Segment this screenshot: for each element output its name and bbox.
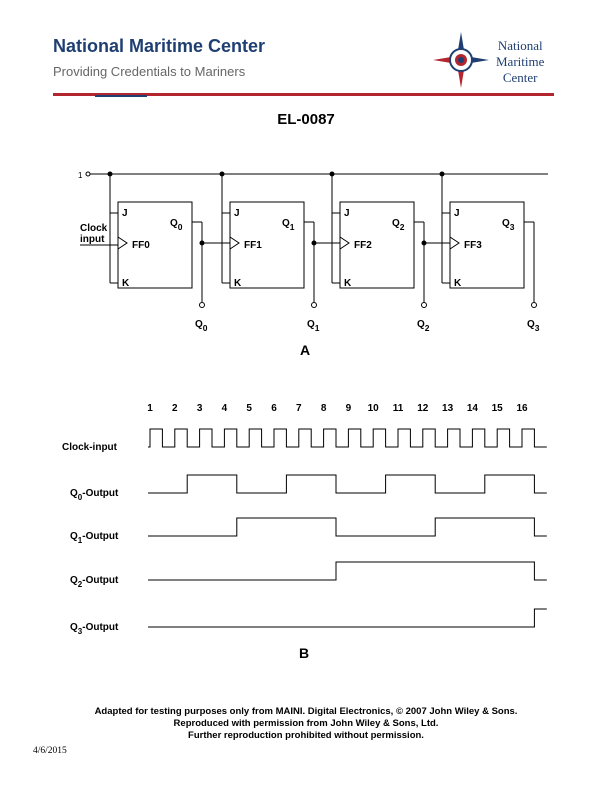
ff-j-label: J: [344, 208, 350, 219]
pulse-number: 15: [492, 403, 504, 414]
ff-j-label: J: [234, 208, 240, 219]
pulse-number: 2: [172, 403, 178, 414]
clock-triangle-icon: [339, 236, 350, 250]
junction-dot: [311, 240, 317, 246]
row-label: Q3-Output: [70, 622, 119, 636]
ff-name-label: FF1: [244, 240, 262, 251]
q-terminal: [531, 302, 537, 308]
waveform-1: [148, 474, 547, 494]
pulse-number: 1: [147, 403, 153, 414]
clock-triangle-icon: [117, 236, 128, 250]
header-subtitle: Providing Credentials to Mariners: [53, 64, 246, 79]
ff-k-label: K: [454, 278, 462, 289]
ff-j-label: J: [454, 208, 460, 219]
pulse-number: 9: [346, 403, 352, 414]
timing-row-1: Q0-Output: [70, 474, 547, 502]
pulse-number: 8: [321, 403, 327, 414]
clock-label-2: input: [80, 234, 105, 245]
footer-line-2: Reproduced with permission from John Wil…: [173, 718, 439, 729]
ff-k-label: K: [344, 278, 352, 289]
timing-row-0: Clock-input: [62, 428, 547, 453]
footer-line-1: Adapted for testing purposes only from M…: [94, 706, 518, 717]
pulse-number: 13: [442, 403, 454, 414]
header-divider-accent: [95, 95, 147, 97]
ff-j-label: J: [122, 208, 128, 219]
ff-box: [117, 201, 193, 289]
pulse-number: 10: [368, 403, 380, 414]
row-label: Q1-Output: [70, 531, 119, 545]
logo-line-3: Center: [502, 70, 538, 85]
ff-k-label: K: [234, 278, 242, 289]
header-title: National Maritime Center: [53, 36, 266, 56]
diagram-a-caption: A: [300, 342, 310, 358]
ff-box: [449, 201, 525, 289]
timing-row-3: Q2-Output: [70, 561, 547, 589]
row-label: Q2-Output: [70, 575, 119, 589]
document-id: EL-0087: [277, 111, 335, 128]
compass-rose-logo-icon: [433, 32, 489, 88]
ff-q-label: Q0: [170, 218, 183, 232]
ff-box: [339, 201, 415, 289]
ff-name-label: FF0: [132, 240, 150, 251]
header-divider: [53, 93, 554, 96]
q-terminal: [311, 302, 317, 308]
clock-triangle-icon: [229, 236, 240, 250]
junction-dot: [107, 171, 113, 177]
waveform-2: [148, 517, 547, 537]
document-date: 4/6/2015: [33, 746, 67, 756]
pulse-number: 12: [417, 403, 429, 414]
pulse-number: 3: [197, 403, 203, 414]
pulse-number: 6: [271, 403, 277, 414]
footer-line-3: Further reproduction prohibited without …: [188, 730, 424, 741]
q-output-label: Q3: [527, 319, 540, 333]
timing-row-4: Q3-Output: [70, 608, 547, 636]
pulse-number: 14: [467, 403, 479, 414]
q-output-label: Q0: [195, 319, 208, 333]
waveform-0: [148, 428, 547, 448]
junction-dot: [219, 171, 225, 177]
logo-text: National Maritime Center: [496, 38, 544, 86]
pulse-number: 16: [516, 403, 528, 414]
logo-line-1: National: [497, 38, 543, 53]
junction-dot: [199, 240, 205, 246]
ff-q-label: Q2: [392, 218, 405, 232]
pulse-number: 7: [296, 403, 302, 414]
junction-dot: [329, 171, 335, 177]
ff-q-label: Q1: [282, 218, 295, 232]
row-label: Q0-Output: [70, 488, 119, 502]
footer-notice: Adapted for testing purposes only from M…: [0, 706, 612, 742]
pulse-number: 5: [246, 403, 252, 414]
timing-row-2: Q1-Output: [70, 517, 547, 545]
ff-name-label: FF3: [464, 240, 482, 251]
ff-q-label: Q3: [502, 218, 515, 232]
waveform-3: [148, 561, 547, 581]
waveform-4: [148, 608, 547, 628]
one-input-label: 1: [78, 171, 83, 180]
logo-line-2: Maritime: [496, 54, 545, 69]
junction-dot: [439, 171, 445, 177]
row-label: Clock-input: [62, 442, 118, 453]
q-output-label: Q1: [307, 319, 320, 333]
q-output-label: Q2: [417, 319, 430, 333]
ff-box: [229, 201, 305, 289]
counter-diagram: 1ClockinputJKFF0Q0Q0JKFF1Q1Q1JKFF2Q2Q2JK…: [62, 171, 548, 661]
clock-label: Clock: [80, 223, 108, 234]
ff-name-label: FF2: [354, 240, 372, 251]
q-terminal: [421, 302, 427, 308]
input-node: [85, 171, 91, 177]
q-terminal: [199, 302, 205, 308]
circuit-schematic: 1ClockinputJKFF0Q0Q0JKFF1Q1Q1JKFF2Q2Q2JK…: [78, 171, 548, 358]
diagram-b-caption: B: [299, 645, 309, 661]
clock-triangle-icon: [449, 236, 460, 250]
ff-k-label: K: [122, 278, 130, 289]
junction-dot: [421, 240, 427, 246]
pulse-number: 11: [393, 403, 404, 414]
pulse-number: 4: [222, 403, 228, 414]
